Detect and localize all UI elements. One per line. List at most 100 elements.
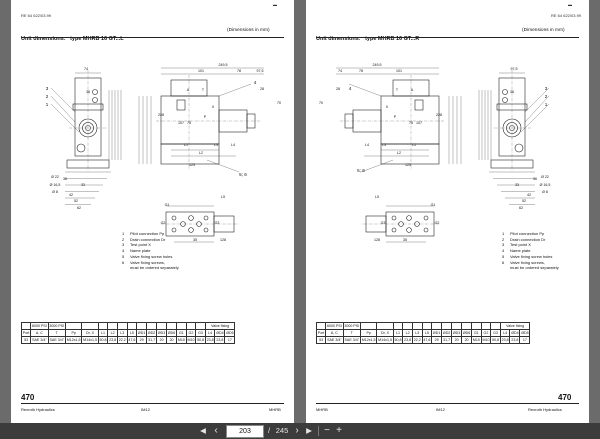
port-hole [406,227,412,233]
table-header-cell [431,322,443,330]
table-header-cell [64,322,83,330]
table-header-cell: Port [20,329,32,337]
table-cell: 20 [166,336,178,344]
fixing-hole [423,215,429,221]
table-header-cell [166,322,178,330]
legend-text: Drain connection Dr [510,236,546,242]
page-number: 470 [558,393,572,402]
legend-number: 4 [122,248,125,254]
table-header-cell: Valve fixing [499,322,531,330]
dimension-label: 42 [69,193,73,197]
dimension-label: 70 [277,101,281,105]
dimension-label: L5 [375,195,379,199]
table-header-cell: Pp [64,329,83,337]
table-header-cell: L3 [116,329,128,337]
dimension-label: 78 [359,69,363,73]
footer-center: IM12 [436,407,445,412]
table-cell: 20 [451,336,463,344]
dimension-label: 33 [515,183,519,187]
dimension-label: 35 [403,238,407,242]
test-port-circle [92,89,98,95]
table-cell: 23,8 [107,336,118,344]
legend-text: Valve fixing screws, [510,259,545,265]
dimension-label: 97,5 [257,69,264,73]
table-cell: 23,8 [204,336,216,344]
dimension-label: G2 [161,221,166,225]
dimension-label: Ø 8 [542,190,548,194]
table-header-cell: Port [315,329,327,337]
left-page: ▬ RE 64 622/03.99 Unit dimensions: type … [11,0,294,423]
dimension-label: 78 [237,69,241,73]
page-header-mark: ▬ [568,2,572,7]
table-cell: 20 [156,336,168,344]
table-header-cell: L1 [97,329,109,337]
legend-text: Test point X [130,242,151,248]
dimension-label: G2 [435,221,440,225]
legend-text: Pilot connection Pp [510,231,545,236]
dimension-label: 62 [77,206,81,210]
table-cell: 50,8 [392,336,404,344]
callout-number: 1 [46,102,49,107]
table-header-cell: ØD5 [519,329,531,337]
legend-text: must be ordered separately [510,265,559,271]
table-cell: 23,8 [509,336,521,344]
table-header-cell [441,322,453,330]
callout-number: 2 [545,94,548,99]
dimension-label: 107 [178,121,184,125]
table-header-cell [185,322,197,330]
dimension-label: 75 [187,121,191,125]
dimensions-note: (Dimensions in mm) [227,28,270,33]
table-header-cell [359,322,378,330]
dimension-label: X [212,105,215,109]
table-header-cell [471,322,482,330]
dimension-label: Ø 22 [51,175,59,179]
dimension-label: 28 [260,87,264,91]
callout-number: 3 [46,86,49,91]
first-page-button[interactable]: ◀ [200,426,206,435]
table-cell: 23,8 [402,336,413,344]
last-page-button[interactable]: ▶ [306,426,312,435]
table-header-cell [392,322,404,330]
dimension-label: 249,5 [219,63,228,67]
fixing-hole [391,215,397,221]
table-header-cell: ØD2 [146,329,158,337]
zoom-out-button[interactable]: − [324,425,330,436]
dimension-label: L1 [412,143,416,147]
table-header-cell: G2 [185,329,197,337]
page-number-input[interactable] [226,425,264,438]
callout-number: 5; 6 [239,172,247,177]
table-cell: 53 [20,336,32,344]
dimension-label: 52 [522,199,526,203]
legend-number [122,265,130,271]
table-header-cell: L5 [126,329,138,337]
dimension-label: L3 [382,143,386,147]
dimension-label: A [411,88,414,92]
dimension-label: Ø 16,5 [540,183,551,187]
callout-number: 3 [545,86,548,91]
prev-page-button[interactable]: ‹ [214,425,218,436]
dimension-label: L2 [397,151,401,155]
table-header-cell: Pp [359,329,378,337]
table-cell: 31,7 [441,336,453,344]
pilot-port-circle [514,143,524,153]
zoom-in-button[interactable]: + [336,425,342,436]
page-number: 470 [21,393,35,402]
table-cell: 22,2 [411,336,423,344]
dimension-label: L1 [184,143,188,147]
next-page-button[interactable]: › [295,425,299,436]
port-hole [188,215,194,221]
table-header-cell: 3000 PSI [342,322,361,330]
table-header-cell [490,322,501,330]
dimension-label: 52 [74,199,78,203]
dimension-label: 62 [519,206,523,210]
callout-leader [50,103,80,133]
